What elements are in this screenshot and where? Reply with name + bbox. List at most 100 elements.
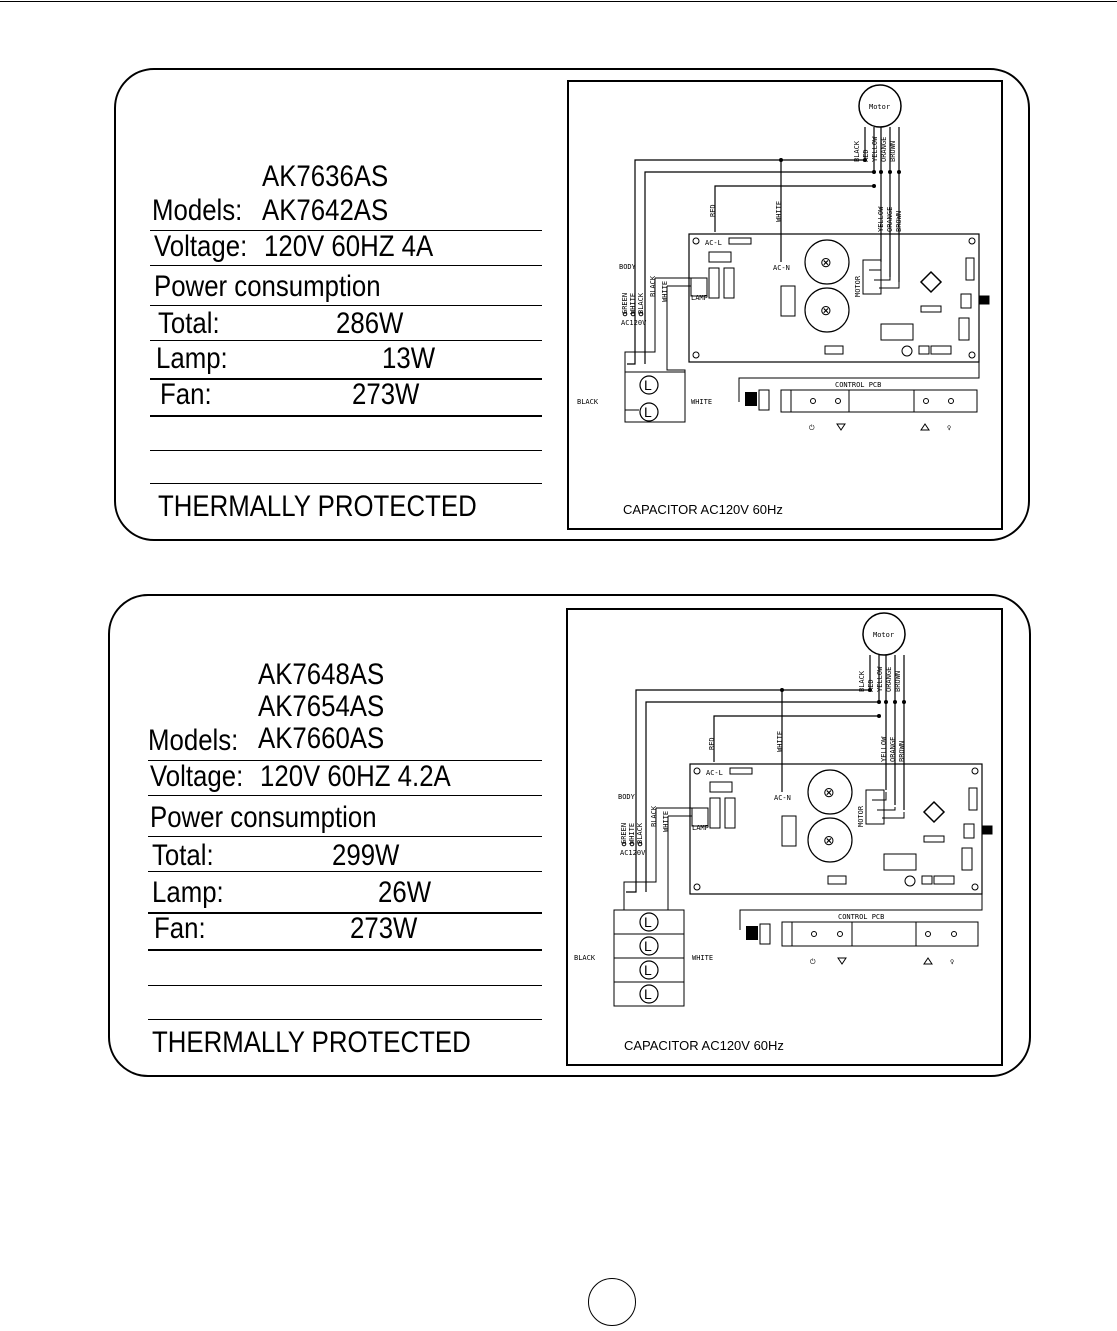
lamp-label: Lamp: — [152, 876, 224, 909]
mount-hole — [692, 237, 700, 245]
terminal — [630, 311, 636, 317]
control-cable — [739, 834, 983, 930]
control-plug — [758, 389, 770, 411]
led — [904, 875, 916, 887]
lamp-symbol: L — [644, 914, 652, 930]
control-cable — [738, 304, 980, 402]
junction-dot — [897, 170, 901, 174]
wire-label: WHITE — [628, 823, 636, 844]
lamp-symbol: L — [644, 986, 652, 1002]
lamp — [639, 984, 659, 1004]
connector — [968, 787, 978, 811]
capacitor-label: CAPACITOR AC120V 60Hz — [624, 1038, 784, 1053]
junction-dot — [879, 170, 883, 174]
junction-dot — [863, 158, 867, 162]
junction-dot — [872, 184, 876, 188]
voltage-label: Voltage: — [150, 760, 244, 793]
lamp-value: 13W — [382, 342, 436, 375]
capacitor-label: CAPACITOR AC120V 60Hz — [623, 502, 783, 517]
button — [811, 931, 817, 937]
power-icon: ⏻ — [809, 424, 815, 432]
wire-label: BODY — [619, 263, 637, 271]
control-plug — [746, 926, 758, 940]
up-icon — [923, 957, 933, 965]
row-divider — [148, 1019, 542, 1020]
fuse — [709, 781, 733, 793]
ac-l-label: AC-L — [705, 239, 722, 247]
button — [948, 398, 954, 404]
wire-label: RED — [862, 149, 870, 162]
wiring-diagram-svg: Motor BLACK RED YELLOW ORANGE BROWN RED … — [577, 84, 990, 517]
motor-wires — [864, 127, 900, 282]
black-label: BLACK — [574, 954, 596, 962]
wire-label: ORANGE — [886, 207, 894, 232]
capacitor-circle — [804, 287, 850, 333]
connector — [961, 847, 973, 871]
terminal — [638, 311, 644, 317]
junction-dot — [877, 700, 881, 704]
fan-label: Fan: — [154, 912, 206, 945]
connector — [960, 293, 972, 309]
white-label: WHITE — [692, 954, 713, 962]
red-label: RED — [708, 737, 716, 750]
wire-label: BLACK — [853, 140, 861, 162]
motor-conn-label: MOTOR — [854, 275, 862, 297]
wiring-diagram: Motor BLACK RED YELLOW ORANGE BROWN RED … — [567, 80, 1003, 530]
terminal — [621, 841, 627, 847]
voltage-label: Voltage: — [154, 230, 248, 263]
connector — [728, 237, 752, 245]
lamp — [639, 936, 659, 956]
model-number: AK7642AS — [262, 194, 389, 227]
model-number: AK7654AS — [258, 690, 385, 723]
connector — [958, 317, 970, 341]
red-label: RED — [709, 204, 717, 217]
motor-wires — [869, 655, 905, 810]
control-plug — [745, 392, 757, 406]
row-divider — [148, 760, 542, 761]
wire-label: BLACK — [649, 275, 657, 297]
mount-hole — [971, 767, 979, 775]
button — [951, 931, 957, 937]
mount-hole — [693, 767, 701, 775]
black-wire — [626, 689, 870, 893]
ac-n-label: AC-N — [774, 794, 791, 802]
black-label: BLACK — [577, 398, 599, 406]
wire-label: WHITE — [662, 811, 670, 832]
connector — [930, 345, 952, 355]
chip — [883, 853, 917, 871]
spec-panel-2: AK7648AS AK7654AS Models: AK7660AS Volta… — [108, 594, 1031, 1077]
thermally-protected-label: THERMALLY PROTECTED — [158, 490, 477, 523]
row-divider — [148, 871, 542, 872]
wire-label: BROWN — [898, 741, 906, 762]
total-value: 299W — [332, 839, 400, 872]
relay — [709, 797, 721, 829]
capacitor-x: ⊗ — [823, 784, 835, 800]
wire-label: BROWN — [894, 671, 902, 692]
connector — [963, 823, 975, 839]
button — [837, 931, 843, 937]
wire-label: YELLOW — [877, 206, 885, 232]
power-consumption-label: Power consumption — [150, 801, 377, 834]
fan-value: 273W — [352, 378, 420, 411]
lamp-conn-label: LAMP — [692, 824, 709, 832]
capacitor-circle — [804, 239, 850, 285]
motor-connector — [865, 789, 885, 825]
junction-dot — [868, 688, 872, 692]
chip — [880, 323, 914, 341]
row-divider — [150, 483, 542, 484]
lamp — [639, 402, 659, 422]
ac120v-label: AC120V — [621, 319, 647, 327]
wire-label: WHITE — [661, 281, 669, 302]
mount-hole — [968, 351, 976, 359]
lamp-value: 26W — [378, 876, 432, 909]
wire-label: YELLOW — [871, 136, 879, 162]
row-divider — [150, 378, 542, 380]
junction-dot — [884, 700, 888, 704]
total-label: Total: — [152, 839, 214, 872]
component — [824, 345, 844, 355]
spec-panel-1: AK7636AS Models: AK7642AS Voltage: 120V … — [114, 68, 1030, 541]
component — [780, 285, 796, 317]
led — [901, 345, 913, 357]
capacitor-x: ⊗ — [820, 254, 832, 270]
junction-dot — [902, 700, 906, 704]
